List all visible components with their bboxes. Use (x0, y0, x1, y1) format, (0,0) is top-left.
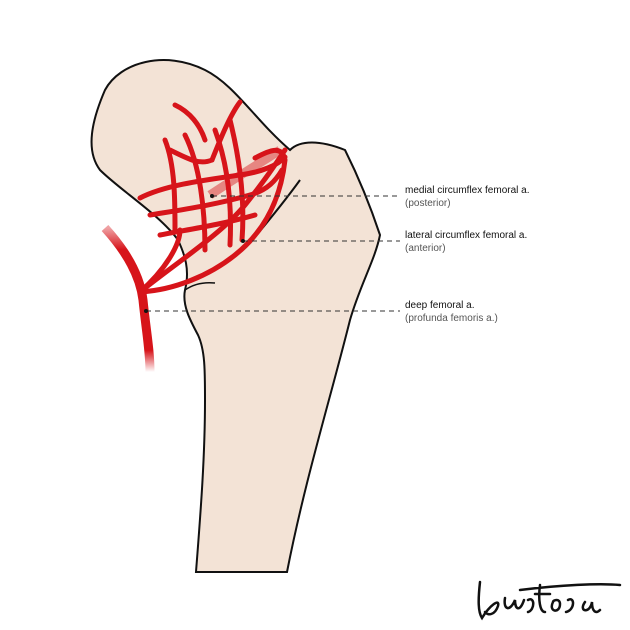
lesser-trochanter-line (184, 281, 216, 291)
label-subtitle: (profunda femoris a.) (405, 313, 498, 324)
circumflex-arteries (137, 99, 288, 295)
label-lateral-circumflex: lateral circumflex femoral a. (anterior) (405, 229, 527, 255)
label-subtitle: (anterior) (405, 243, 446, 254)
deep-femoral-artery (101, 224, 155, 373)
label-title: deep femoral a. (405, 300, 475, 311)
label-medial-circumflex: medial circumflex femoral a. (posterior) (405, 184, 529, 210)
leader-lines (146, 195, 400, 312)
posterior-vessel-shadow (207, 146, 283, 199)
label-title: lateral circumflex femoral a. (405, 230, 528, 241)
label-deep-femoral: deep femoral a. (profunda femoris a.) (405, 299, 498, 325)
label-subtitle: (posterior) (405, 198, 451, 209)
signature-logo (477, 580, 622, 621)
medial-circumflex-branch (137, 147, 288, 295)
label-title: medial circumflex femoral a. (405, 185, 530, 196)
